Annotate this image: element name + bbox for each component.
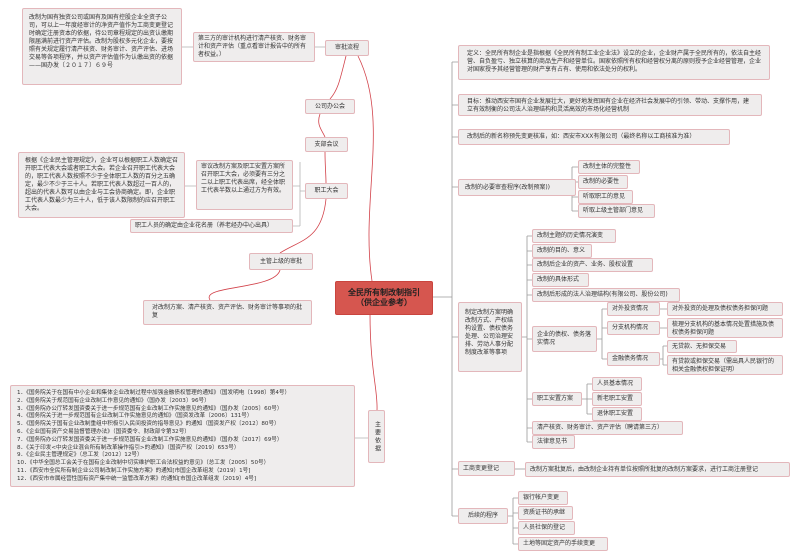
staff-item[interactable]: 退休职工安置 <box>592 407 642 421</box>
node-review-procedure[interactable]: 改制的必要审查程序(改制预案)) <box>458 179 576 196</box>
basis-item: 4．《国务院关于进一步规范国有企业改制工作实施意见的通知》（国资发改革〔2006… <box>17 413 253 420</box>
node-approval-flow[interactable]: 审批流程 <box>325 40 369 56</box>
plan-item[interactable]: 改制的目的、意义 <box>532 244 592 258</box>
note-roster[interactable]: 职工人员的确定由企业花名册（养老经办中心出具） <box>130 219 293 233</box>
basis-item: 6．《企业国有资产交易监督管理办法》（国资委令、财政部令第32号） <box>17 428 190 435</box>
node-restructuring-plan[interactable]: 制定改制方案明确改制方式、产权结构设置、债权债务处理、公司治理安排、劳动人事分配… <box>458 302 522 372</box>
plan-item[interactable]: 改制的具体形式 <box>532 273 589 287</box>
node-goal[interactable]: 目标：推动西安市国有企业发展壮大，更好地发挥国有企业在经济社会发展中的引领、带动… <box>458 94 762 116</box>
staff-item[interactable]: 新老职工安置 <box>592 392 642 406</box>
main-basis-label: 主要依据 <box>373 420 381 453</box>
node-staff-placement[interactable]: 职工安置方案 <box>532 392 582 406</box>
node-new-name[interactable]: 改制后的新名称预先变更核准，如：西安市XXX有限公司（最终名称以工商核准为准） <box>458 129 730 145</box>
basis-item: 1．《国务院关于在国有中小企业和集体企业改制过程中加强金融债权管理的通知》（国发… <box>17 390 291 396</box>
node-business-registration[interactable]: 工商变更登记 <box>458 461 515 476</box>
node-followup[interactable]: 后续的程序 <box>458 508 508 524</box>
central-topic[interactable]: 全民所有制改制指引 （供企业参考） <box>335 281 433 315</box>
review-item[interactable]: 改制主体的完整性 <box>578 160 640 174</box>
note-third-party-audit[interactable]: 第三方的审计机构进行清产核资、财务审计和资产评估（重点看审计报告中的所有者权益。… <box>193 32 315 62</box>
node-branches[interactable]: 分支机构情况 <box>607 321 660 335</box>
branch-detail[interactable]: 梳理分支机构的基本情况处置措施及债权债务担保问题 <box>667 318 783 338</box>
central-title: 全民所有制改制指引 <box>348 288 420 297</box>
basis-item: 11．《西安市全民所有制企业公司制改制工作实施方案》的通知[市国企改革组发（20… <box>17 467 251 474</box>
node-superior-approval[interactable]: 主管上级的审批 <box>249 253 313 270</box>
basis-item: 3．《国务院办公厅转发国资委关于进一步规范国有企业改制工作实施意见的通知》（国办… <box>17 405 283 412</box>
node-debt-status[interactable]: 企业的债权、债务落实情况 <box>532 326 597 352</box>
node-definition[interactable]: 定义：全民所有制企业是指根据《全民所有制工业企业法》设立的企业，企业财产属于全民… <box>458 45 770 80</box>
followup-item[interactable]: 人员社保的登记 <box>518 521 575 535</box>
node-legal-opinion[interactable]: 法律意见书 <box>532 435 575 449</box>
staff-item[interactable]: 人员基本情况 <box>592 377 642 391</box>
review-item[interactable]: 听取上级主管部门意见 <box>578 204 655 218</box>
note-registered-capital[interactable]: 改制为国有独资公司或国有及国有控股企业全资子公司，可以上一年度经审计的净资产值作… <box>22 8 182 85</box>
note-superior-reply[interactable]: 对改制方案、清产核资、资产评估、财务审计等事项的批复 <box>143 300 312 325</box>
node-branch-meeting[interactable]: 支部会议 <box>305 137 348 152</box>
basis-item: 2．《国务院关于规范国有企业改制工作意见的通知》（国办发〔2003〕96号） <box>17 397 210 404</box>
basis-item: 8．《关于印发<中央企业混合所有制改革操作指引>的通知》（国资产权〔2019〕6… <box>17 444 240 451</box>
central-subtitle: （供企业参考） <box>356 298 412 307</box>
finance-no-loan[interactable]: 无贷款、无担保交易 <box>667 340 737 353</box>
registration-detail[interactable]: 改制方案批复后，由改制企业持有单位按照所批复的改制方案要求，进行工商注册登记 <box>525 462 790 477</box>
finance-with-loan[interactable]: 有贷款或担保交易（需出具人民银行的相关金融债权担保证明） <box>667 355 783 375</box>
node-workers-congress[interactable]: 职工大会 <box>305 183 348 199</box>
followup-item[interactable]: 土地等固定资产的手续变更 <box>518 537 608 551</box>
review-item[interactable]: 听取职工的意见 <box>578 190 633 204</box>
followup-item[interactable]: 银行帐户变更 <box>518 491 568 505</box>
basis-item: 5．《国务院关于国有企业改制重组中积极引入民间投资的指导意见》的通知（国资发产权… <box>17 421 280 428</box>
basis-item: 12．《西安市市属经营性国有资产集中统一监管改革方案》的通知[市国企改革组发（2… <box>17 475 257 482</box>
node-financial-debt[interactable]: 金融债务情况 <box>607 352 660 366</box>
plan-item[interactable]: 改制后形成的法人治理结构(有限公司、股份公司) <box>532 288 680 302</box>
basis-list[interactable]: 1．《国务院关于在国有中小企业和集体企业改制过程中加强金融债权管理的通知》（国发… <box>10 385 355 487</box>
node-audit-valuation[interactable]: 清产核资、财务审计、资产评估（聘请第三方） <box>532 421 683 435</box>
followup-item[interactable]: 资质证书的承继 <box>518 506 573 520</box>
basis-item: 7．《国务院办公厅转发国资委关于进一步规范国有企业改制工作实施意见的通知》（国办… <box>17 436 283 443</box>
plan-item[interactable]: 改制后企业的资产、业务、股权设置 <box>532 258 653 272</box>
investment-detail[interactable]: 对外投资的处理及债权债务担保问题 <box>667 302 783 316</box>
note-review-rules[interactable]: 审议改制方案及职工安置方案所召开职工大会，必须要有三分之二以上职工代表出席，经全… <box>196 160 293 210</box>
node-office-meeting[interactable]: 公司办公会 <box>305 99 355 114</box>
basis-item: 10．《中华全国总工会关于在国有企业改制中切实维护职工合法权益的意见》（总工发〔… <box>17 460 270 467</box>
note-workers-representatives[interactable]: 根据《企业民主管理规定》，企业可以根据职工人数确定召开职工代表大会或者职工大会。… <box>18 152 185 218</box>
node-main-basis[interactable]: 主要依据 <box>368 410 385 463</box>
review-item[interactable]: 改制的必要性 <box>578 175 628 189</box>
plan-item[interactable]: 改制主题的历史情况演变 <box>532 229 616 243</box>
node-investment[interactable]: 对外投资情况 <box>607 302 660 316</box>
basis-item: 9．《企业民主管理规定》（总工发〔2012〕12号） <box>17 452 143 459</box>
